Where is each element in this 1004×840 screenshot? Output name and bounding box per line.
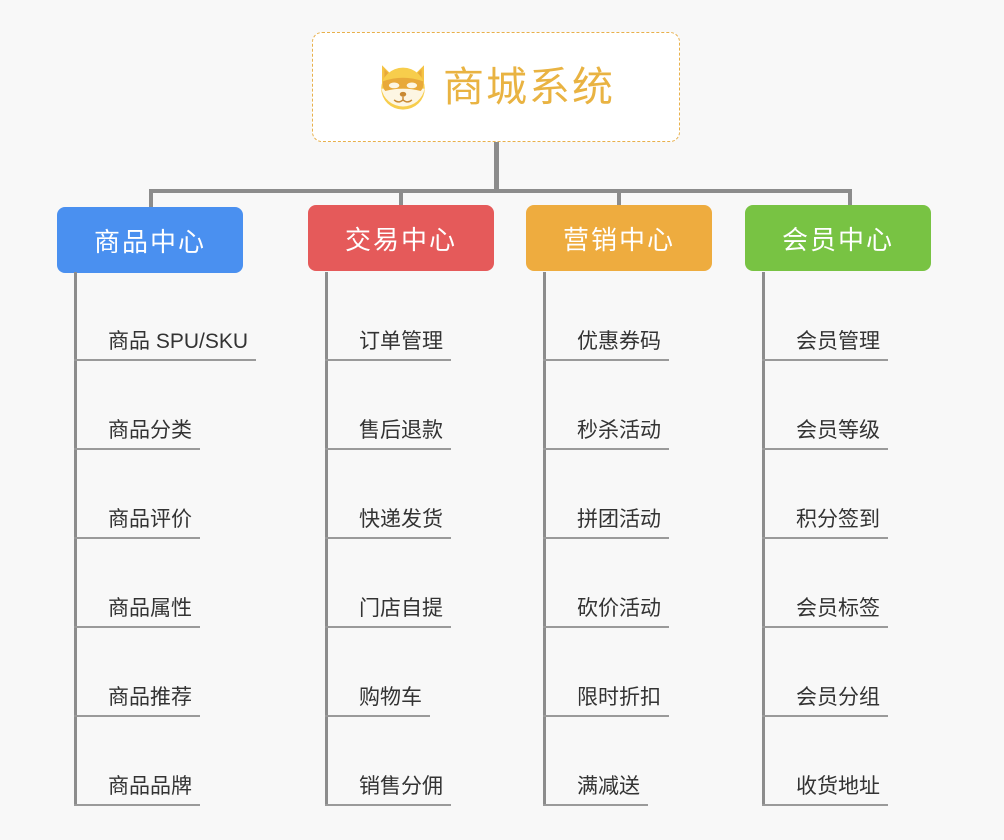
leaf-item[interactable]: 会员管理: [762, 272, 888, 361]
leaf-item[interactable]: 拼团活动: [543, 450, 669, 539]
leaf-label: 商品评价: [74, 507, 200, 539]
leaf-spine-3: [543, 272, 546, 806]
category-label-3: 营销中心: [562, 224, 675, 255]
connector-drop-4: [848, 189, 852, 209]
connector-drop-2: [399, 189, 403, 209]
leaf-item[interactable]: 秒杀活动: [543, 361, 669, 450]
leaf-column-1: 商品 SPU/SKU 商品分类 商品评价 商品属性 商品推荐 商品品牌: [74, 272, 257, 806]
leaf-label: 商品分类: [74, 418, 200, 450]
leaf-item[interactable]: 积分签到: [762, 450, 888, 539]
leaf-item[interactable]: 商品评价: [74, 450, 256, 539]
leaf-label: 订单管理: [325, 329, 451, 361]
root-title: 商城系统: [443, 63, 615, 110]
leaf-label: 秒杀活动: [543, 418, 669, 450]
category-box-1[interactable]: 商品中心: [57, 207, 243, 273]
leaf-label: 满减送: [543, 774, 648, 806]
connector-drop-3: [617, 189, 621, 209]
leaf-label: 商品 SPU/SKU: [74, 329, 257, 361]
leaf-item[interactable]: 会员标签: [762, 539, 888, 628]
leaf-item[interactable]: 满减送: [543, 717, 669, 806]
leaf-item[interactable]: 会员分组: [762, 628, 888, 717]
leaf-label: 砍价活动: [543, 596, 669, 628]
leaf-item[interactable]: 商品品牌: [74, 717, 256, 806]
leaf-item[interactable]: 砍价活动: [543, 539, 669, 628]
leaf-label: 商品属性: [74, 596, 200, 628]
leaf-item[interactable]: 商品 SPU/SKU: [74, 272, 257, 361]
leaf-label: 商品品牌: [74, 774, 200, 806]
category-label-1: 商品中心: [93, 226, 206, 257]
leaf-label: 购物车: [325, 685, 430, 717]
leaf-label: 会员标签: [762, 596, 888, 628]
leaf-item[interactable]: 商品推荐: [74, 628, 256, 717]
leaf-item[interactable]: 快递发货: [325, 450, 451, 539]
leaf-label: 售后退款: [325, 418, 451, 450]
leaf-item[interactable]: 优惠券码: [543, 272, 669, 361]
leaf-label: 会员管理: [762, 329, 888, 361]
leaf-item[interactable]: 商品属性: [74, 539, 256, 628]
connector-drop-1: [149, 189, 153, 209]
leaf-item[interactable]: 销售分佣: [325, 717, 451, 806]
leaf-label: 会员等级: [762, 418, 888, 450]
leaf-spine-4: [762, 272, 765, 806]
leaf-item[interactable]: 限时折扣: [543, 628, 669, 717]
leaf-item[interactable]: 购物车: [325, 628, 451, 717]
leaf-column-3: 优惠券码 秒杀活动 拼团活动 砍价活动 限时折扣 满减送: [543, 272, 669, 806]
leaf-item[interactable]: 收货地址: [762, 717, 888, 806]
category-box-3[interactable]: 营销中心: [526, 205, 712, 271]
leaf-label: 销售分佣: [325, 774, 451, 806]
dog-face-icon: [377, 62, 429, 112]
category-box-2[interactable]: 交易中心: [308, 205, 494, 271]
connector-horizontal-bus: [149, 189, 852, 193]
leaf-label: 积分签到: [762, 507, 888, 539]
connector-root-stem: [494, 142, 499, 192]
leaf-item[interactable]: 售后退款: [325, 361, 451, 450]
leaf-column-4: 会员管理 会员等级 积分签到 会员标签 会员分组 收货地址: [762, 272, 888, 806]
leaf-label: 优惠券码: [543, 329, 669, 361]
leaf-label: 快递发货: [325, 507, 451, 539]
leaf-label: 拼团活动: [543, 507, 669, 539]
leaf-item[interactable]: 商品分类: [74, 361, 256, 450]
leaf-spine-2: [325, 272, 328, 806]
leaf-label: 限时折扣: [543, 685, 669, 717]
leaf-label: 门店自提: [325, 596, 451, 628]
leaf-column-2: 订单管理 售后退款 快递发货 门店自提 购物车 销售分佣: [325, 272, 451, 806]
leaf-spine-1: [74, 272, 77, 806]
leaf-item[interactable]: 订单管理: [325, 272, 451, 361]
leaf-item[interactable]: 门店自提: [325, 539, 451, 628]
leaf-label: 商品推荐: [74, 685, 200, 717]
leaf-item[interactable]: 会员等级: [762, 361, 888, 450]
root-node[interactable]: 商城系统: [312, 32, 680, 142]
leaf-label: 会员分组: [762, 685, 888, 717]
leaf-label: 收货地址: [762, 774, 888, 806]
category-label-2: 交易中心: [344, 224, 457, 255]
category-label-4: 会员中心: [781, 224, 894, 255]
category-box-4[interactable]: 会员中心: [745, 205, 931, 271]
